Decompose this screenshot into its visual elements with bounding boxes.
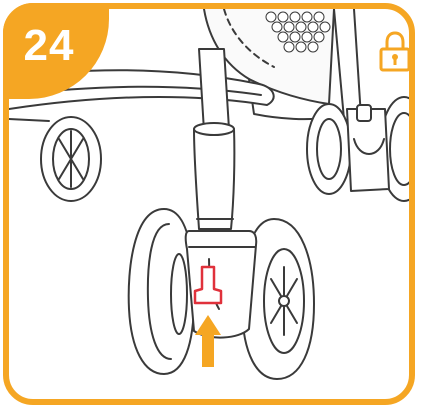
rear-left-wheel (9, 117, 101, 201)
caster-housing (186, 231, 257, 338)
rear-right-wheels (307, 97, 415, 201)
front-left-wheel (129, 209, 194, 374)
lock-icon (378, 31, 412, 73)
caster-post (194, 123, 234, 229)
step-number: 24 (24, 21, 75, 71)
